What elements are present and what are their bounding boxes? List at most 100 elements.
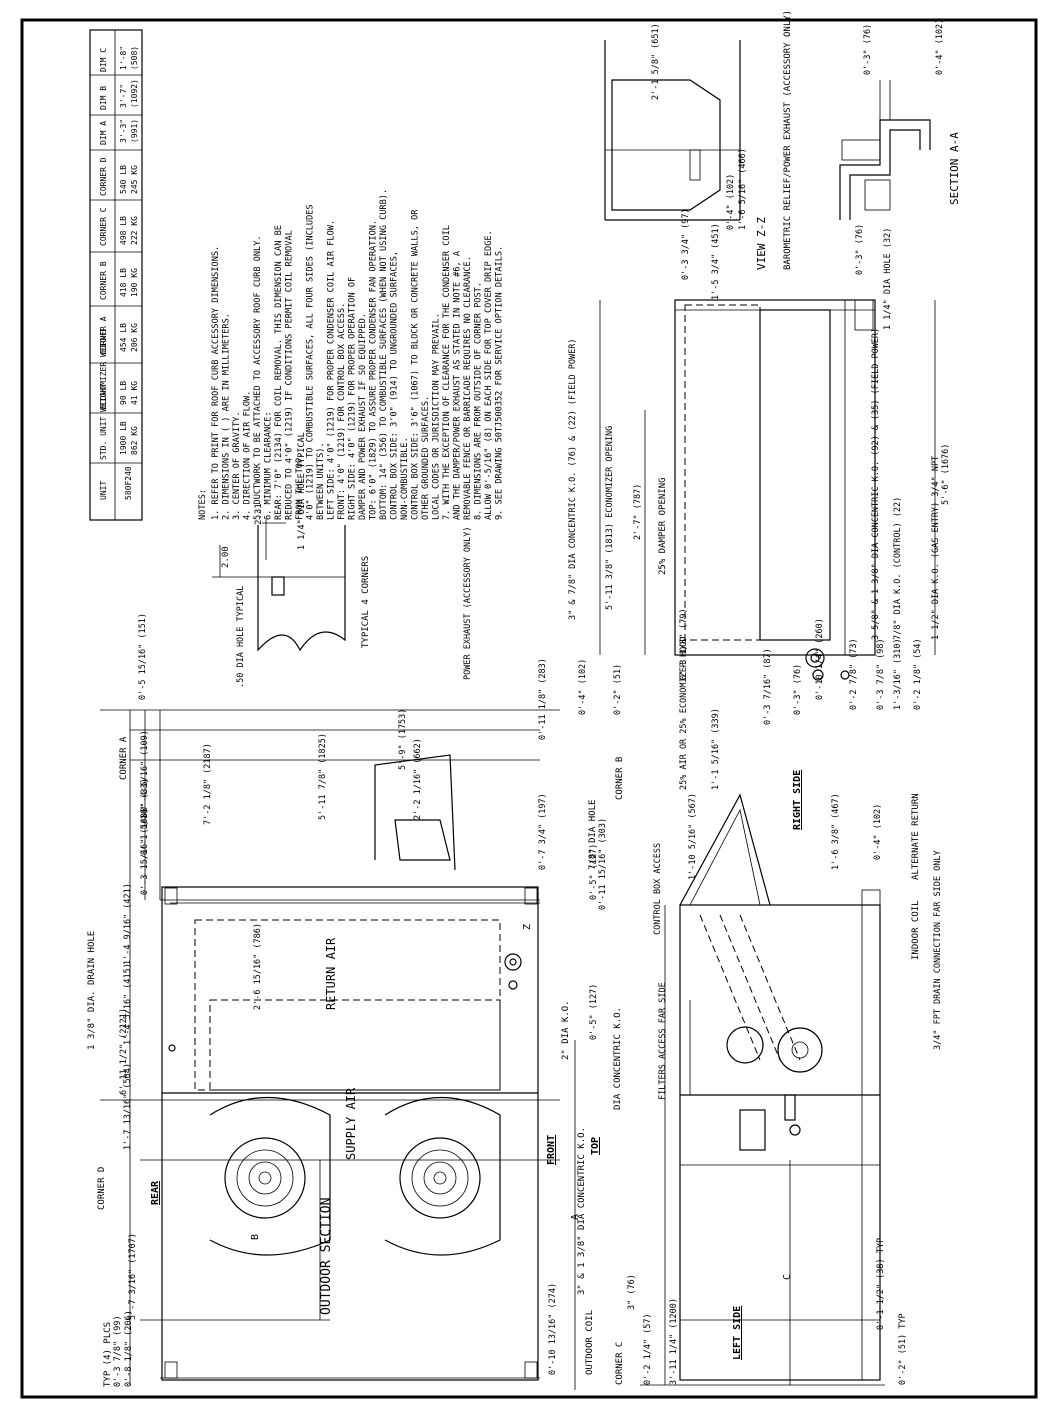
unit-outline-top xyxy=(161,886,539,1381)
table-cell-corner-c-kg: 222 KG xyxy=(130,216,139,245)
label-ko-field: 3 5/8" & 1 3/8" DIA CONCENTRIC K.O. (92)… xyxy=(871,328,881,640)
table-header-corner-d: CORNER D xyxy=(99,157,108,196)
notes-line: REMOVABLE FENCE OR BARRICADE REQUIRES NO… xyxy=(463,256,473,520)
dim-d18: 0'-5" (127) xyxy=(589,844,599,900)
dim-s17: 0'-2 1/8" (54) xyxy=(913,638,923,710)
dim-d1: 0'-5 15/16" (151) xyxy=(138,613,148,700)
notes-line: DAMPER AND POWER EXHAUST IF SO EQUIPPED. xyxy=(358,313,368,520)
right-view: 5'-11 3/8" (1813) ECONOMIZER OPENING 25%… xyxy=(599,208,951,681)
notes-line: FRONT: 4'0" (1219) FOR CONTROL BOX ACCES… xyxy=(337,303,347,520)
dim-a: A xyxy=(570,1214,581,1220)
table-header-econ: ECONOMIZER WEIGHT xyxy=(99,328,108,410)
return-air-opening xyxy=(194,919,501,1091)
dim-s7: 1'-10 5/16" (567) xyxy=(688,793,698,880)
dim-d2: 0'-4 5/16" (109) xyxy=(140,730,150,812)
table-cell-corner-b-kg: 190 KG xyxy=(130,268,139,297)
notes-line: NON-COMBUSTIBLE. xyxy=(400,437,410,520)
detail-caption: TYPICAL 4 CORNERS xyxy=(361,556,371,648)
dim-s8: 1'-1 5/16" (339) xyxy=(711,708,721,790)
corner-detail: 2.00 2.31 1 1/4" DIA HOLE TYPICAL .50 DI… xyxy=(212,432,371,688)
dim-d23: 5'-7 3/16" (1707) xyxy=(128,1233,138,1320)
view-zz-subtitle: BAROMETRIC RELIEF/POWER EXHAUST (ACCESSO… xyxy=(783,10,793,270)
detail-hole-large: 1 1/4" DIA HOLE TYPICAL xyxy=(297,432,307,550)
dim-aa-d2: 0'-4" (102) xyxy=(935,19,945,75)
table-cell-dim-a: 3'-3" xyxy=(119,119,128,143)
dim-s14: 0'-2 7/8" (73) xyxy=(849,638,859,710)
dim-s4: 0'-1 1/2" (38) TYP xyxy=(876,1238,886,1330)
ko-gas-right xyxy=(840,670,850,680)
section-aa: SECTION A-A 0'-3" (76) 0'-4" (102) xyxy=(839,19,961,220)
notes-line: BETWEEN UNITS). xyxy=(316,442,326,520)
ko-2in xyxy=(508,980,518,990)
dim-right-d1: 0'-3 3/4" (97) xyxy=(681,208,691,280)
label-ko-control: 7/8" DIA K.O. (CONTROL) (22) xyxy=(893,497,903,640)
label-filters: FILTERS ACCESS FAR SIDE xyxy=(658,982,668,1100)
top-view: REAR FRONT TOP OUTDOOR SECTION SUPPLY AI… xyxy=(87,526,625,1390)
label-concentric-ko-left: 3" & 1 3/8" DIA CONCENTRIC K.O. xyxy=(577,1127,587,1295)
notes-line: 1. REFER TO PRINT FOR ROOF CURB ACCESSOR… xyxy=(211,246,221,520)
label-corner-d: CORNER D xyxy=(97,1167,107,1210)
label-supply-air: SUPPLY AIR xyxy=(344,1087,358,1160)
label-corner-b: CORNER B xyxy=(615,757,625,800)
label-alt-return: ALTERNATE RETURN xyxy=(911,793,921,880)
label-damper: 25% DAMPER OPENING xyxy=(658,477,668,575)
label-top: TOP xyxy=(590,1137,601,1155)
dim-d10: 0'-7 3/4" (197) xyxy=(538,793,548,870)
label-return-air: RETURN AIR xyxy=(324,937,338,1010)
table-header-dim-c: DIM C xyxy=(99,48,108,72)
table-cell-dim-a-mm: (991) xyxy=(130,119,139,143)
dim-s12: 0'-10 1/4" (260) xyxy=(815,618,825,700)
table-cell-econ: 90 LB xyxy=(119,381,128,405)
label-rear: REAR xyxy=(150,1180,161,1205)
label-damper-dim: 2'-7" (787) xyxy=(633,484,643,540)
dim-s18: 0'-4" (102) xyxy=(873,804,883,860)
label-concentric-ko: DIA CONCENTRIC K.O. xyxy=(613,1007,623,1110)
notes-line: 2. DIMENSIONS IN ( ) ARE IN MILLIMETERS. xyxy=(222,313,232,520)
table-cell-unit: 580F240 xyxy=(124,466,133,500)
label-width: 5'-6" (1676) xyxy=(941,444,951,505)
notes-line: LOCAL CODES OR JURISDICTION MAY PREVAIL. xyxy=(432,313,442,520)
label-outdoor-coil: OUTDOOR COIL xyxy=(585,1310,595,1375)
dim-s2: 0'-2 1/4" (57) xyxy=(643,1313,653,1385)
label-front: FRONT xyxy=(546,1135,557,1165)
table-header-dim-b: DIM B xyxy=(99,86,108,110)
table-cell-dim-c-mm: (508) xyxy=(130,46,139,70)
dim-d24: 0'-10 13/16" (274) xyxy=(548,1283,558,1375)
label-typ-plcs: TYP (4) PLCS xyxy=(103,1322,113,1387)
dim-z: Z xyxy=(522,924,533,930)
label-corner-a: CORNER A xyxy=(119,736,129,780)
view-zz: VIEW Z-Z BAROMETRIC RELIEF/POWER EXHAUST… xyxy=(604,10,793,270)
dim-aa-d1: 0'-3" (76) xyxy=(863,24,873,75)
notes-block: NOTES: 1. REFER TO PRINT FOR ROOF CURB A… xyxy=(198,189,505,520)
table-cell-weight-kg: 862 KG xyxy=(130,426,139,455)
side-view: LEFT SIDE RIGHT SIDE FILTERS ACCESS FAR … xyxy=(568,328,943,1386)
notes-line: 8. DIMENSIONS ARE FROM OUTSIDE OF CORNER… xyxy=(474,282,484,520)
notes-line: AND THE DAMPER/POWER EXHAUST AS STATED I… xyxy=(453,250,463,520)
notes-line: 5. DUCTWORK TO BE ATTACHED TO ACCESSORY … xyxy=(253,235,263,520)
dim-s9: 0'-3 7/16" (87) xyxy=(763,648,773,725)
section-aa-title: SECTION A-A xyxy=(948,132,961,205)
dim-d12: 0'-2" (51) xyxy=(613,664,623,715)
dim-d14: 1'-7 13/16" (504) xyxy=(123,1063,133,1150)
unit-outline-side xyxy=(679,904,881,1381)
view-zz-title: VIEW Z-Z xyxy=(755,217,768,270)
ko-field-power-right xyxy=(805,648,825,668)
label-eco-hood: 25% AIR OR 25% ECONOMIZER HOOD xyxy=(679,636,689,790)
notes-line: 3. CENTER OF GRAVITY. xyxy=(232,411,242,520)
table-header-weight: STD. UNIT WEIGHT xyxy=(99,383,108,460)
table-cell-dim-b-mm: (1092) xyxy=(130,79,139,108)
table-cell-corner-d: 540 LB xyxy=(119,165,128,194)
dim-s11: 1'-6 3/8" (467) xyxy=(831,793,841,870)
dim-d17: 2'-6 15/16" (786) xyxy=(253,923,263,1010)
dim-s1: 3'-11 1/4" (1200) xyxy=(669,1298,679,1385)
label-eco-opening: 5'-11 3/8" (1813) ECONOMIZER OPENING xyxy=(605,426,615,610)
dim-d6: 5'-9" (1753) xyxy=(398,709,408,770)
notes-line: CONTROL BOX SIDE: 3'6" (1067) TO BLOCK O… xyxy=(411,209,421,520)
table-cell-corner-b: 418 LB xyxy=(119,268,128,297)
unit-outline-right xyxy=(674,299,876,656)
label-control-box: CONTROL BOX ACCESS xyxy=(653,843,663,935)
label-ko-top: 3" & 7/8" DIA CONCENTRIC K.O. (76) & (22… xyxy=(568,339,578,620)
label-drain-hole: 1 3/8" DIA. DRAIN HOLE xyxy=(87,931,97,1050)
notes-line: OTHER GROUNDED SURFACES. xyxy=(421,396,431,520)
